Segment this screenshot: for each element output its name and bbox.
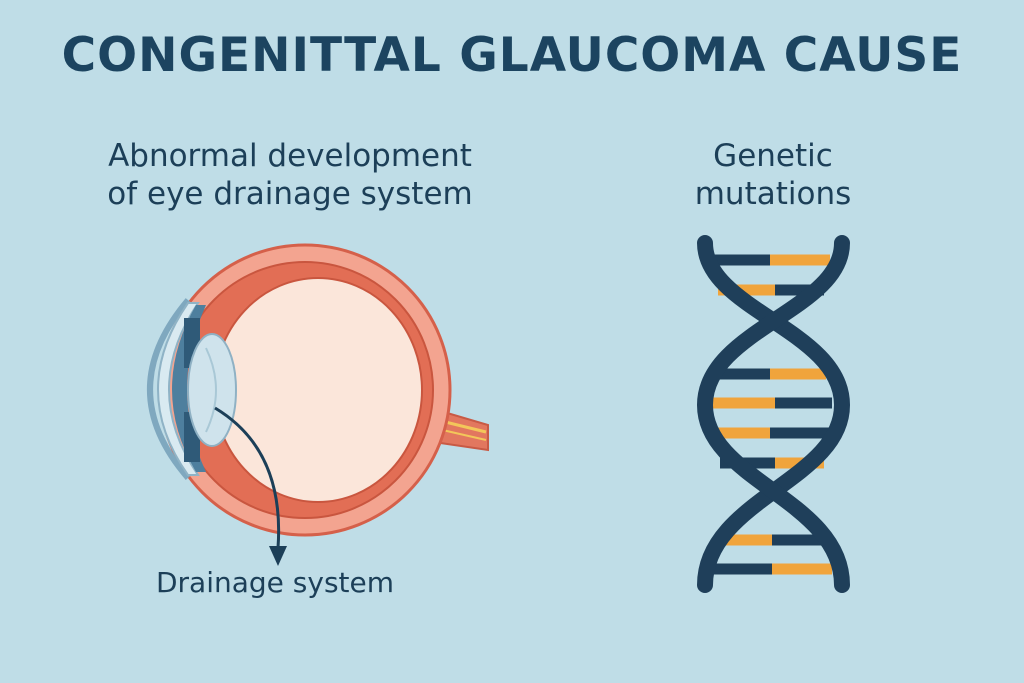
- genetic-caption-line2: mutations: [694, 176, 852, 212]
- page-title: CONGENITTAL GLAUCOMA CAUSE: [61, 28, 963, 83]
- drainage-system-label: Drainage system: [155, 566, 395, 599]
- arrow-icon: [214, 406, 281, 549]
- drainage-caption-line2: of eye drainage system: [107, 176, 473, 212]
- drainage-caption: Abnormal development of eye drainage sys…: [70, 137, 510, 213]
- genetic-caption-line1: Genetic: [713, 138, 833, 174]
- dna-helix-icon: [696, 235, 851, 593]
- eye-cross-section-icon: [147, 243, 489, 566]
- drainage-caption-line1: Abnormal development: [108, 138, 472, 174]
- genetic-caption: Genetic mutations: [638, 137, 908, 213]
